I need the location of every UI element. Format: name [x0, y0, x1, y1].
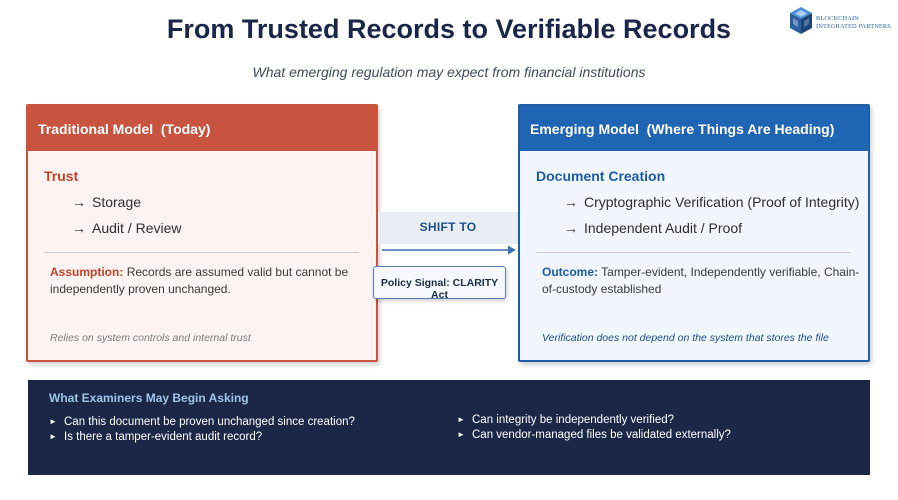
- shift-band: [378, 212, 518, 244]
- arrow-right-icon: →: [72, 220, 86, 236]
- divider: [536, 252, 851, 253]
- page-subtitle: What emerging regulation may expect from…: [252, 64, 646, 80]
- arrow-right-icon: →: [564, 194, 578, 210]
- logo-wordmark: BLOCKCHAIN INTEGRATED PARTNERS: [816, 15, 891, 31]
- assumption-label: Assumption:: [50, 265, 124, 279]
- triangle-bullet-icon: ►: [49, 417, 57, 426]
- traditional-section-title: Trust: [44, 168, 79, 184]
- traditional-item: → Storage: [72, 194, 141, 210]
- outcome-body: Tamper-evident, Independently verifiable…: [542, 265, 860, 296]
- emerging-footnote: Verification does not depend on the syst…: [542, 332, 829, 344]
- examiner-question-text: Is there a tamper-evident audit record?: [64, 431, 263, 443]
- examiner-question: ► Is there a tamper-evident audit record?: [49, 431, 262, 443]
- arrow-right-icon: [382, 245, 516, 255]
- examiner-question-text: Can integrity be independently verified?: [472, 414, 675, 426]
- logo-line-1: BLOCKCHAIN: [816, 15, 859, 22]
- examiner-question-text: Can this document be proven unchanged si…: [64, 416, 355, 428]
- shift-to-label: SHIFT TO: [419, 220, 477, 234]
- outcome-label: Outcome:: [542, 265, 599, 279]
- assumption-text: Assumption: Records are assumed valid bu…: [50, 264, 370, 298]
- traditional-item: → Audit / Review: [72, 220, 181, 236]
- cube-icon: [790, 7, 812, 34]
- page-title: From Trusted Records to Verifiable Recor…: [166, 14, 732, 44]
- company-logo: BLOCKCHAIN INTEGRATED PARTNERS: [789, 6, 894, 40]
- emerging-model-card: Emerging Model (Where Things Are Heading…: [518, 104, 870, 362]
- emerging-item: → Cryptographic Verification (Proof of In…: [564, 194, 859, 210]
- emerging-item-label: Cryptographic Verification (Proof of Int…: [584, 194, 860, 210]
- divider: [44, 252, 359, 253]
- triangle-bullet-icon: ►: [49, 432, 57, 441]
- traditional-model-card: Traditional Model (Today) Trust → Storage…: [26, 104, 378, 362]
- policy-signal-badge: Policy Signal: CLARITY Act: [373, 266, 506, 301]
- emerging-item-label: Independent Audit / Proof: [584, 220, 743, 236]
- traditional-item-label: Audit / Review: [92, 220, 182, 236]
- emerging-section-title: Document Creation: [536, 168, 666, 184]
- examiner-question: ► Can integrity be independently verified…: [457, 414, 674, 426]
- examiner-question: ► Can vendor-managed files be validated e…: [457, 429, 731, 441]
- arrow-right-icon: →: [72, 194, 86, 210]
- arrow-right-icon: →: [564, 220, 578, 236]
- traditional-model-heading: Traditional Model (Today): [28, 106, 376, 151]
- examiner-question-text: Can vendor-managed files be validated ex…: [472, 429, 731, 441]
- logo-line-2: INTEGRATED PARTNERS: [816, 23, 891, 30]
- outcome-text: Outcome: Tamper-evident, Independently v…: [542, 264, 862, 298]
- examiners-title: What Examiners May Begin Asking: [49, 391, 249, 405]
- examiner-question: ► Can this document be proven unchanged s…: [49, 416, 355, 428]
- examiners-panel: What Examiners May Begin Asking ► Can thi…: [28, 380, 870, 475]
- traditional-footnote: Relies on system controls and internal t…: [50, 332, 251, 344]
- assumption-body: Records are assumed valid but cannot be …: [50, 265, 349, 296]
- emerging-model-heading: Emerging Model (Where Things Are Heading…: [520, 106, 868, 151]
- traditional-item-label: Storage: [92, 194, 142, 210]
- triangle-bullet-icon: ►: [457, 430, 465, 439]
- emerging-item: → Independent Audit / Proof: [564, 220, 742, 236]
- triangle-bullet-icon: ►: [457, 415, 465, 424]
